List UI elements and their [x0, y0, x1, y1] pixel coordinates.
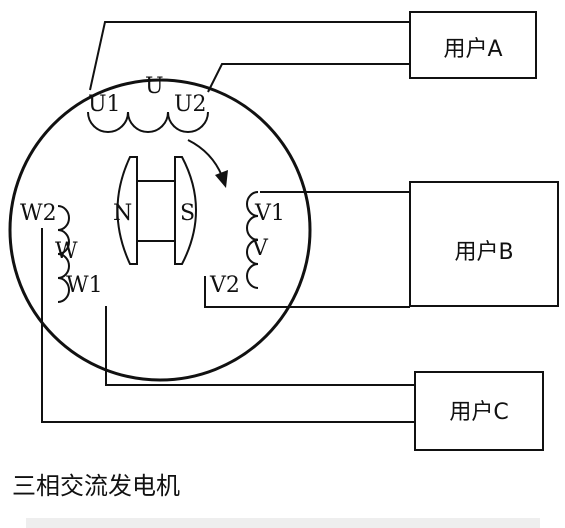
winding-label-u1: U1 — [88, 92, 121, 117]
pole-label-north: N — [113, 201, 132, 226]
north-pole-shape — [116, 156, 138, 265]
rotor-magnet — [116, 156, 197, 265]
winding-label-v: V — [251, 236, 269, 261]
winding-label-v1: V1 — [254, 201, 285, 226]
user-b-label: 用户B — [454, 240, 513, 265]
winding-label-u2: U2 — [174, 92, 207, 117]
south-pole-shape — [174, 156, 197, 265]
w-winding-coils — [57, 205, 70, 303]
user-a-box: 用户A — [409, 11, 537, 79]
wire-w1-to-user-c — [105, 306, 415, 386]
wire-u2-to-user-a — [207, 63, 410, 93]
wire-u1-to-user-a — [89, 21, 410, 91]
winding-label-w2: W2 — [20, 201, 57, 226]
footer-bar — [26, 518, 540, 528]
wire-w2-to-user-c — [41, 228, 415, 423]
rotation-arrowhead — [215, 170, 228, 188]
user-c-label: 用户C — [449, 400, 508, 425]
winding-label-w1: W1 — [66, 273, 103, 298]
user-c-box: 用户C — [414, 371, 544, 451]
user-a-label: 用户A — [443, 37, 502, 62]
winding-label-w: W — [55, 239, 78, 264]
rotation-arrow — [187, 139, 223, 177]
stator-circle — [8, 78, 312, 382]
diagram-caption: 三相交流发电机 — [12, 472, 180, 500]
winding-label-u: U — [145, 74, 164, 99]
winding-label-v2: V2 — [209, 273, 240, 298]
wire-v2-to-user-b — [204, 276, 410, 308]
pole-label-south: S — [180, 201, 195, 226]
u-winding-coils — [87, 111, 209, 133]
user-b-box: 用户B — [409, 181, 559, 307]
v-winding-coils — [246, 191, 259, 289]
rotor-core — [136, 180, 176, 242]
